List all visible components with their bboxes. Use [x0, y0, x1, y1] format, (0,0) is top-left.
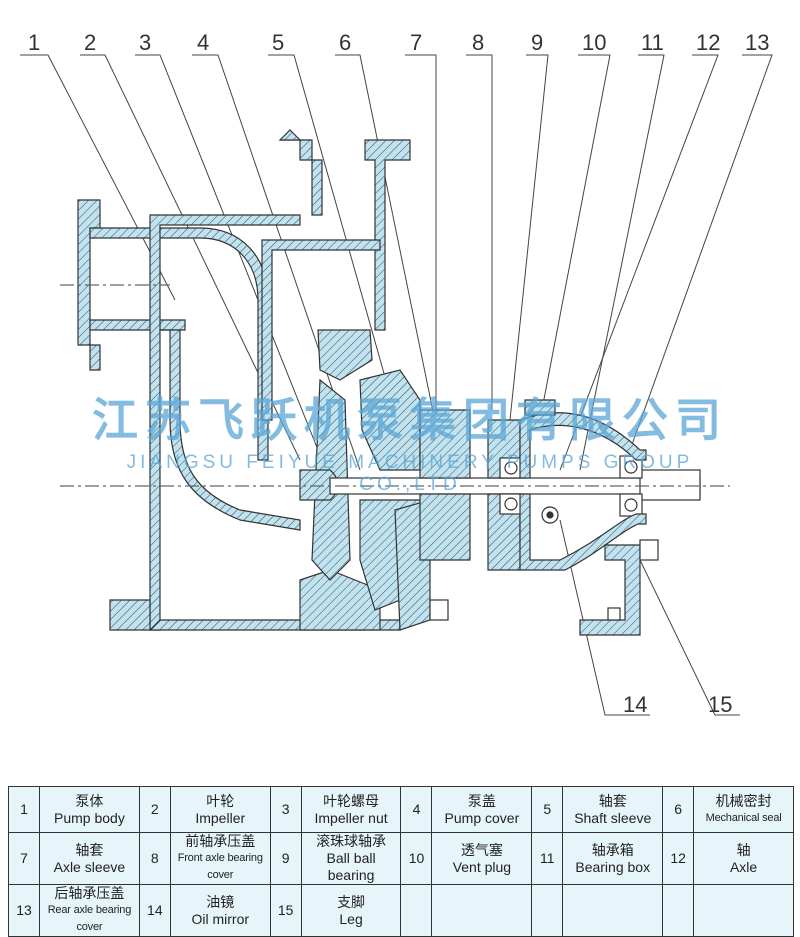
part-name-en: Oil mirror — [191, 910, 250, 927]
empty-cell — [662, 884, 695, 937]
callout-9: 9 — [531, 30, 543, 55]
part-name-en: Mechanical seal — [705, 811, 782, 824]
part-name-cell: 前轴承压盖 Front axle bearing cover — [169, 832, 271, 885]
part-name-en: Impeller nut — [314, 809, 388, 826]
callout-8: 8 — [472, 30, 484, 55]
part-name-cn: 后轴承压盖 — [54, 885, 125, 901]
part-name-en: Axle sleeve — [53, 858, 126, 875]
callout-4: 4 — [197, 30, 209, 55]
part-name-cn: 轴承箱 — [591, 841, 634, 858]
callout-11: 11 — [641, 30, 664, 55]
callout-12: 12 — [696, 30, 720, 55]
part-name-cn: 透气塞 — [460, 841, 503, 858]
part-name-en: Rear axle bearing cover — [47, 904, 132, 933]
part-number: 13 — [8, 884, 40, 937]
part-name-cell: 后轴承压盖 Rear axle bearing cover — [39, 884, 140, 937]
part-name-en: Impeller — [195, 809, 246, 826]
part-number: 15 — [269, 884, 302, 937]
empty-cell — [431, 884, 533, 937]
part-name-en: Shaft sleeve — [574, 809, 652, 826]
part-name-cn: 泵体 — [75, 792, 104, 809]
part-number: 8 — [138, 832, 171, 885]
part-name-en: Leg — [339, 910, 363, 927]
part-name-en: Axle — [729, 858, 758, 875]
callout-3: 3 — [139, 30, 151, 55]
empty-cell — [531, 884, 564, 937]
part-name-cn: 前轴承压盖 — [185, 833, 256, 849]
part-number: 3 — [269, 786, 302, 833]
part-number: 12 — [662, 832, 695, 885]
part-name-cn: 叶轮 — [206, 792, 235, 809]
part-number: 2 — [138, 786, 171, 833]
part-name-cn: 叶轮螺母 — [323, 792, 380, 809]
callout-labels: 1 2 3 4 5 6 7 8 9 10 11 12 13 14 15 — [28, 30, 769, 717]
support-leg — [429, 539, 659, 636]
part-name-en: Front axle bearing cover — [177, 852, 263, 881]
callout-7: 7 — [410, 30, 422, 55]
part-name-en: Vent plug — [452, 858, 512, 875]
part-name-cn: 支脚 — [337, 893, 366, 910]
callout-2: 2 — [84, 30, 96, 55]
part-number: 1 — [8, 786, 40, 833]
callout-5: 5 — [272, 30, 284, 55]
pump-cross-section-drawing: 1 2 3 4 5 6 7 8 9 10 11 12 13 14 15 — [20, 30, 773, 717]
part-name-cn: 机械密封 — [715, 792, 772, 809]
part-name-cn: 轴 — [736, 841, 751, 858]
part-name-cn: 轴套 — [75, 841, 104, 858]
part-number: 4 — [400, 786, 433, 833]
callout-1: 1 — [28, 30, 40, 55]
part-name-en: Ball ball bearing — [326, 850, 376, 883]
callout-14: 14 — [623, 692, 647, 717]
part-name-en: Pump cover — [444, 809, 520, 826]
watermark-company-name-cn: 江苏飞跃机泵集团有限公司 — [92, 394, 728, 446]
callout-6: 6 — [339, 30, 351, 55]
callout-15: 15 — [708, 692, 732, 717]
part-name-cn: 轴套 — [598, 792, 627, 809]
part-name-cn: 滚珠球轴承 — [316, 833, 387, 849]
part-number: 6 — [662, 786, 695, 833]
empty-cell — [562, 884, 664, 937]
part-name-cell: 机械密封 Mechanical seal — [693, 786, 794, 833]
part-name-cn: 油镜 — [206, 893, 235, 910]
leader-lines — [20, 54, 773, 716]
part-number: 10 — [400, 832, 433, 885]
part-number: 5 — [531, 786, 564, 833]
part-name-cn: 泵盖 — [467, 792, 496, 809]
callout-10: 10 — [582, 30, 606, 55]
part-name-en: Pump body — [54, 809, 125, 826]
impeller-assembly — [299, 329, 431, 631]
part-number: 9 — [269, 832, 302, 885]
part-name-en: Bearing box — [575, 858, 651, 875]
bearing-box — [519, 399, 647, 571]
callout-13: 13 — [745, 30, 769, 55]
part-number: 7 — [8, 832, 40, 885]
part-number: 14 — [138, 884, 171, 937]
watermark-company-name-en: JIANGSU FEIYUE MACHINERY PUMPS GROUP CO.… — [126, 452, 694, 495]
part-number: 11 — [531, 832, 564, 885]
empty-cell — [693, 884, 794, 937]
empty-cell — [400, 884, 433, 937]
